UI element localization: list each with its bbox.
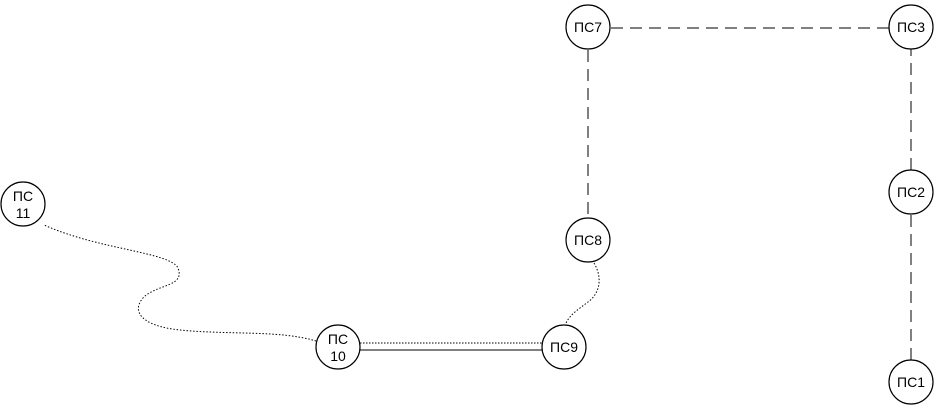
node-ps9-label: ПС9 [550, 339, 578, 355]
node-ps8-label: ПС8 [574, 232, 602, 248]
node-ps3-label: ПС3 [897, 19, 925, 35]
node-ps7-label: ПС7 [574, 19, 602, 35]
node-ps11[interactable]: ПС 11 [0, 181, 46, 227]
node-ps11-label-line1: ПС [13, 188, 33, 204]
edge-ps9-ps10 [360, 342, 542, 351]
node-ps2[interactable]: ПС2 [888, 169, 934, 215]
node-ps11-label-line2: 11 [16, 205, 31, 221]
connections [43, 27, 912, 360]
node-ps8[interactable]: ПС8 [565, 217, 611, 263]
edge-ps10-ps11 [43, 224, 317, 342]
node-ps9[interactable]: ПС9 [541, 324, 587, 370]
node-ps10-label-line2: 10 [330, 348, 346, 364]
node-ps1[interactable]: ПС1 [888, 359, 934, 405]
node-ps10[interactable]: ПС 10 [315, 324, 361, 370]
node-ps7[interactable]: ПС7 [565, 4, 611, 50]
node-ps1-label: ПС1 [897, 374, 925, 390]
edge-ps8-ps9 [564, 262, 600, 327]
node-ps2-label: ПС2 [897, 184, 925, 200]
node-ps3[interactable]: ПС3 [888, 4, 934, 50]
substations: ПС1 ПС2 ПС3 ПС7 ПС8 [0, 4, 934, 405]
node-ps10-label-line1: ПС [328, 331, 348, 347]
